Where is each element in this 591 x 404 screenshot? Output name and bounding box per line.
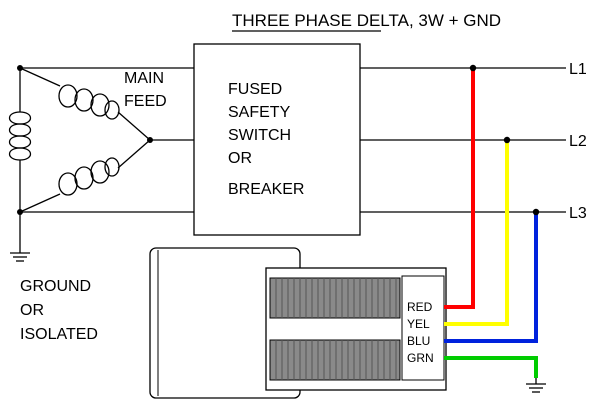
- junction-l2: [503, 136, 511, 144]
- wire-red: [444, 68, 475, 309]
- feeder-lines: [20, 67, 194, 213]
- switch-label-1: FUSED: [228, 81, 282, 98]
- switch-label-4: OR: [228, 150, 252, 167]
- ground-label-2: OR: [20, 302, 44, 319]
- ground-icon: [10, 212, 30, 262]
- coil-lower-icon: [58, 157, 120, 196]
- coil-upper-icon: [58, 84, 120, 120]
- switch-label-3: SWITCH: [228, 127, 291, 144]
- junction-l3: [532, 208, 540, 216]
- switch-label-2: SAFETY: [228, 104, 291, 121]
- winding-lower-icon: [269, 339, 401, 381]
- main-feed-label-1: MAIN: [124, 70, 164, 87]
- load-device: RED YEL BLU GRN: [149, 247, 447, 399]
- wire-label-yel: YEL: [407, 317, 430, 331]
- wire-label-grn: GRN: [407, 351, 434, 365]
- ground-icon-load: [526, 378, 546, 393]
- wire-label-red: RED: [407, 300, 433, 314]
- diagram-title: THREE PHASE DELTA, 3W + GND: [232, 11, 501, 30]
- delta-transformer: [19, 67, 151, 213]
- fused-switch-box: [193, 43, 361, 236]
- wire-blue: [444, 212, 538, 343]
- ground-label-1: GROUND: [20, 278, 91, 295]
- ground-label-3: ISOLATED: [20, 326, 98, 343]
- wire-green: [444, 356, 538, 378]
- switch-label-5: BREAKER: [228, 181, 304, 198]
- main-feed-label-2: FEED: [124, 93, 167, 110]
- line-label-l3: L3: [569, 205, 587, 222]
- line-label-l2: L2: [569, 133, 587, 150]
- wire-yellow: [444, 140, 509, 326]
- terminal-block: [401, 275, 445, 381]
- output-lines: [360, 67, 566, 213]
- coil-left-icon: [8, 111, 32, 168]
- winding-upper-icon: [269, 277, 401, 319]
- junction-l1: [469, 64, 477, 72]
- wire-label-blu: BLU: [407, 334, 430, 348]
- line-label-l1: L1: [569, 61, 587, 78]
